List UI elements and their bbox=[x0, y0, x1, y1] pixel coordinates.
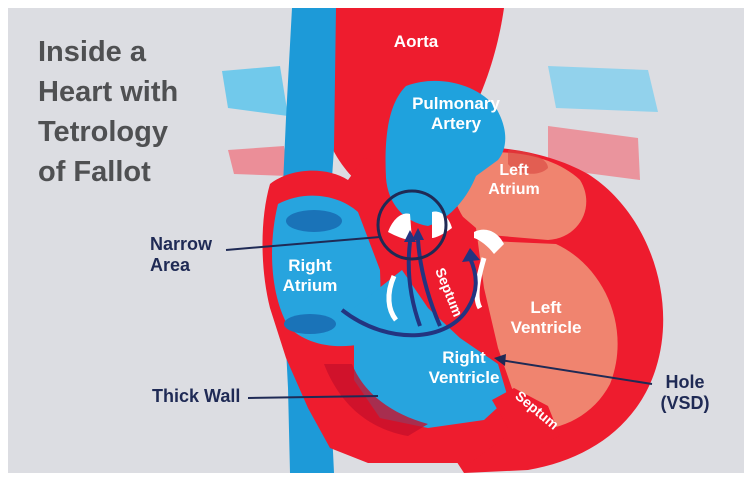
label-aorta: Aorta bbox=[376, 32, 456, 52]
label-left-ventricle: Left Ventricle bbox=[504, 298, 588, 338]
label-pulmonary-artery: Pulmonary Artery bbox=[400, 94, 512, 134]
callout-narrow-area: Narrow Area bbox=[150, 234, 230, 276]
callout-hole-vsd: Hole (VSD) bbox=[650, 372, 720, 414]
label-right-atrium: Right Atrium bbox=[268, 256, 352, 296]
label-right-ventricle: Right Ventricle bbox=[416, 348, 512, 388]
diagram-title: Inside a Heart with Tetrology of Fallot bbox=[38, 32, 238, 192]
pulmonary-artery-branch-right bbox=[548, 66, 658, 112]
label-left-atrium: Left Atrium bbox=[474, 162, 554, 200]
callout-thick-wall: Thick Wall bbox=[152, 386, 252, 407]
vena-cava-opening-bottom bbox=[284, 314, 336, 334]
vena-cava-opening-top bbox=[286, 210, 342, 232]
diagram-panel: Inside a Heart with Tetrology of Fallot … bbox=[8, 8, 744, 473]
